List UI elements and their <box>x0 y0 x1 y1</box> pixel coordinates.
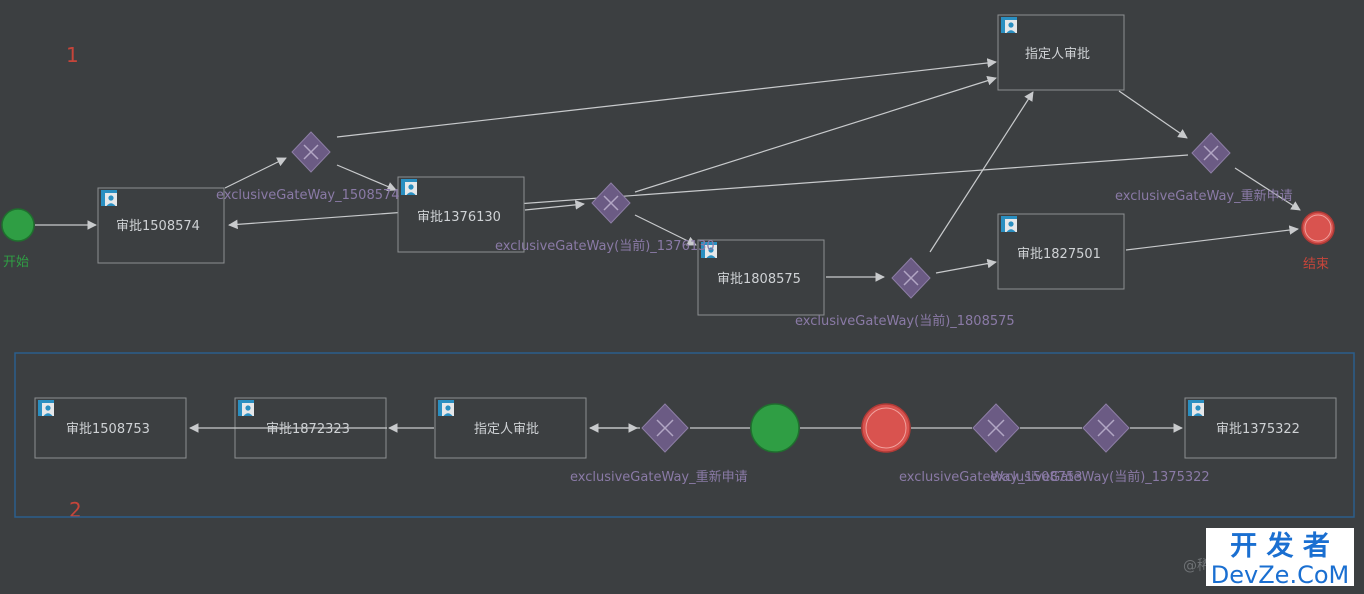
user-task-icon <box>1001 216 1017 232</box>
gateway-label: exclusiveGateWay_重新申请 <box>570 469 748 485</box>
user-task-icon <box>401 179 417 195</box>
task-label: 指定人审批 <box>1025 47 1090 62</box>
user-task-icon <box>1188 400 1204 416</box>
task-label: 审批1808575 <box>717 272 801 287</box>
gateway-current-1376130[interactable]: exclusiveGateWay(当前)_1376130 <box>495 182 715 254</box>
user-task-icon <box>1001 17 1017 33</box>
x-icon <box>656 419 674 437</box>
gateway-label: exclusiveGateWay(当前)_1808575 <box>795 313 1015 329</box>
gateway-current-1808575[interactable]: exclusiveGateWay(当前)_1808575 <box>795 257 1015 329</box>
gateway-label: exclusiveGateWay_1508753 <box>899 470 1083 485</box>
x-icon <box>1097 419 1115 437</box>
task-designated-approval-2[interactable]: 指定人审批 <box>434 397 587 459</box>
user-task-icon <box>38 400 54 416</box>
flow-g2-to-1808575[interactable] <box>634 214 697 246</box>
task-label: 审批1827501 <box>1017 247 1101 262</box>
user-task-icon <box>438 400 454 416</box>
flow-g3-to-designated[interactable] <box>929 91 1034 253</box>
watermark-box <box>1206 528 1354 586</box>
gateway-current-1375322[interactable]: exclusiveGateWay(当前)_1375322 <box>990 403 1210 485</box>
gateway-1508574[interactable]: exclusiveGateWay_1508574 <box>216 131 400 203</box>
section-label-1: 1 <box>66 43 79 67</box>
task-label: 审批1376130 <box>417 210 501 225</box>
gateway-label: exclusiveGateWay_重新申请 <box>1115 188 1293 204</box>
task-label: 审批1508574 <box>116 219 200 234</box>
task-label: 审批1508753 <box>66 422 150 437</box>
watermark-line2: DevZe.CoM <box>1211 561 1349 589</box>
gateway-label: exclusiveGateWay_1508574 <box>216 188 400 203</box>
x-icon <box>903 270 919 286</box>
gateway-label: exclusiveGateWay(当前)_1376130 <box>495 238 715 254</box>
task-1375322[interactable]: 审批1375322 <box>1184 397 1337 459</box>
flow-g1-to-1376130[interactable] <box>336 164 397 192</box>
flow-g1-to-designated[interactable] <box>336 58 997 138</box>
flow-g2-to-designated[interactable] <box>634 76 997 193</box>
task-1376130[interactable]: 审批1376130 <box>397 176 525 253</box>
start-event-label: 开始 <box>3 255 29 270</box>
task-1827501[interactable]: 审批1827501 <box>997 213 1125 290</box>
x-icon <box>603 195 619 211</box>
gateway-label: exclusiveGateWay(当前)_1375322 <box>990 469 1210 485</box>
flow-1508574-to-g1[interactable] <box>224 157 287 189</box>
start-event[interactable]: 开始 <box>1 208 35 270</box>
end-event-label: 结束 <box>1303 257 1329 272</box>
watermark: @稀 开 发 者 DevZe.CoM <box>1183 528 1354 589</box>
end-event[interactable]: 结束 <box>1301 211 1335 272</box>
task-label: 审批1375322 <box>1216 422 1300 437</box>
task-designated-approval[interactable]: 指定人审批 <box>997 14 1125 91</box>
watermark-line1: 开 发 者 <box>1230 530 1330 562</box>
flow-1827501-to-end[interactable] <box>1125 225 1299 251</box>
start-event-2[interactable] <box>750 403 800 453</box>
section-label-2: 2 <box>69 498 82 522</box>
end-event-2[interactable] <box>861 403 911 453</box>
x-icon <box>987 419 1005 437</box>
flow-1376130-to-g2[interactable] <box>524 200 585 211</box>
task-1808575[interactable]: 审批1808575 <box>697 239 825 316</box>
x-icon <box>1203 145 1219 161</box>
watermark-at-text: @稀 <box>1183 558 1211 574</box>
gateway-reapply-2[interactable]: exclusiveGateWay_重新申请 <box>570 403 748 485</box>
diagram1-flows <box>35 58 1301 282</box>
task-label: 指定人审批 <box>474 422 539 437</box>
user-task-icon <box>238 400 254 416</box>
flow-g4-back-to-1508574[interactable] <box>228 154 1189 230</box>
flow-designated-to-g4[interactable] <box>1118 90 1188 139</box>
flow-g4-to-end[interactable] <box>1234 167 1301 211</box>
task-1508574[interactable]: 审批1508574 <box>97 187 225 264</box>
user-task-icon <box>101 190 117 206</box>
task-label: 审批1872323 <box>266 422 350 437</box>
gateway-reapply[interactable]: exclusiveGateWay_重新申请 <box>1115 132 1293 204</box>
selection-lane-2[interactable] <box>14 352 1355 518</box>
x-icon <box>303 144 319 160</box>
gateway-1508753[interactable]: exclusiveGateWay_1508753 <box>899 403 1083 485</box>
flow-g3-to-1827501[interactable] <box>935 258 997 274</box>
task-1508753[interactable]: 审批1508753 <box>34 397 187 459</box>
